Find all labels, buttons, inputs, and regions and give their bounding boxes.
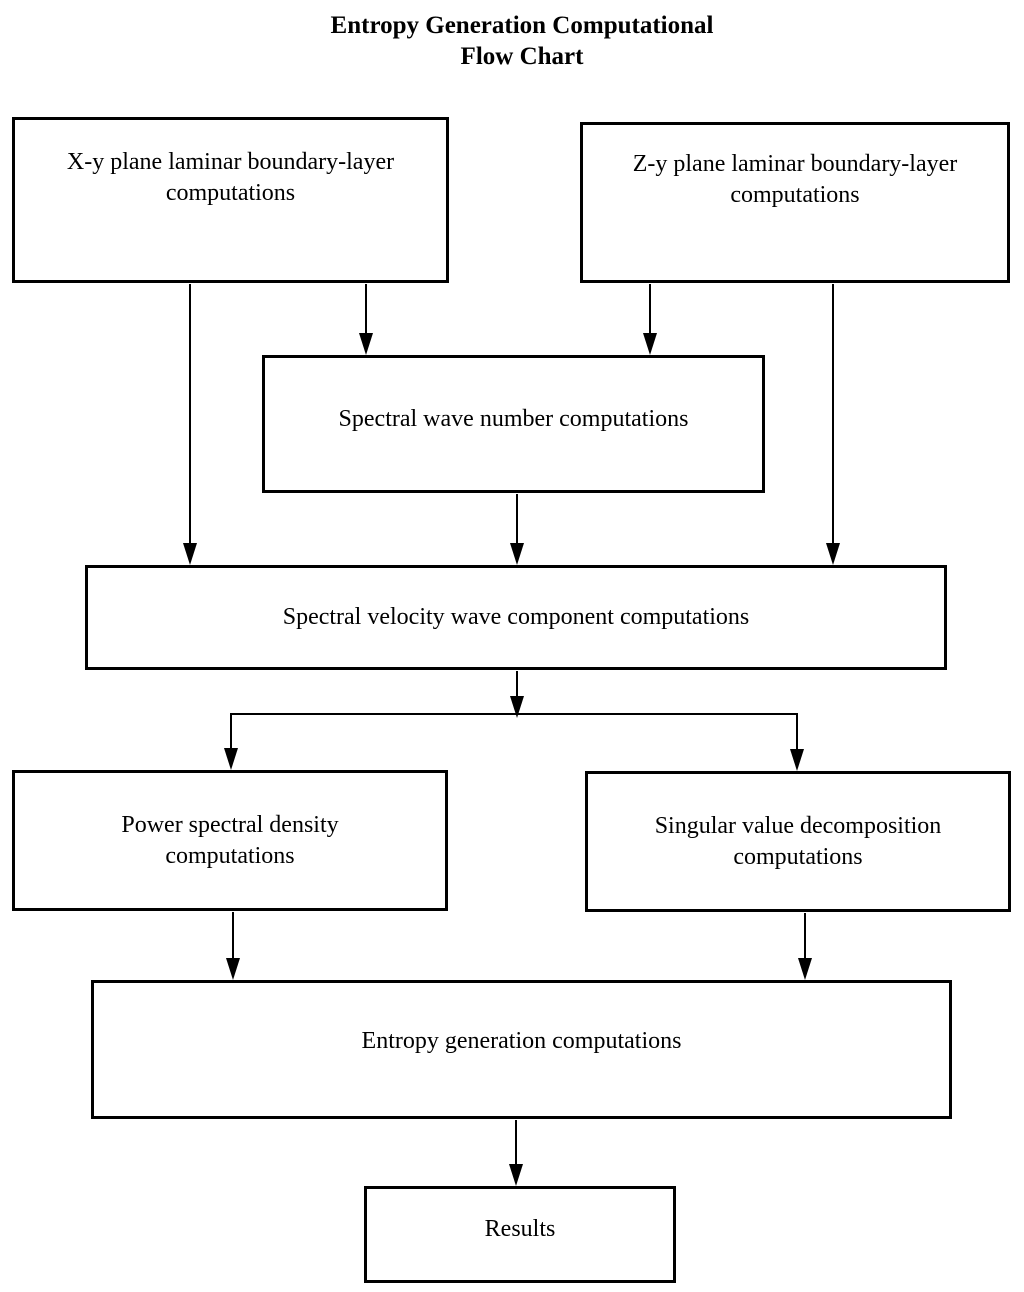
arrow-branch-to-svd: [790, 713, 804, 771]
node-xy-plane-boundary-layer: X-y plane laminar boundary-layer computa…: [12, 117, 449, 283]
arrow-zy-to-velocity: [826, 284, 840, 565]
arrow-zy-to-wavenumber: [643, 284, 657, 355]
node-label: Z-y plane laminar boundary-layer computa…: [632, 151, 958, 208]
node-power-spectral-density: Power spectral density computations: [12, 770, 448, 911]
arrow-entropy-to-results: [509, 1120, 523, 1186]
node-label: X-y plane laminar boundary-layer computa…: [66, 149, 395, 206]
node-label: Spectral velocity wave component computa…: [282, 604, 750, 630]
node-label: Results: [484, 1216, 556, 1242]
node-zy-plane-boundary-layer: Z-y plane laminar boundary-layer computa…: [580, 122, 1010, 283]
arrow-branch-to-power-density: [224, 713, 238, 770]
arrow-velocity-to-branch: [510, 671, 524, 718]
arrow-svd-to-entropy: [798, 913, 812, 980]
node-label: Entropy generation computations: [361, 1028, 682, 1054]
chart-title-line2: Flow Chart: [460, 43, 584, 70]
arrow-xy-to-wavenumber: [359, 284, 373, 355]
arrow-power-density-to-entropy: [226, 912, 240, 980]
node-spectral-velocity-wave-component: Spectral velocity wave component computa…: [85, 565, 947, 670]
node-label: Spectral wave number computations: [338, 405, 689, 432]
node-label: Singular value decomposition computation…: [654, 812, 942, 870]
node-entropy-generation: Entropy generation computations: [91, 980, 952, 1119]
node-singular-value-decomposition: Singular value decomposition computation…: [585, 771, 1011, 912]
chart-title-line1: Entropy Generation Computational: [330, 12, 714, 39]
node-results: Results: [364, 1186, 676, 1283]
chart-title: Entropy Generation Computational Flow Ch…: [10, 10, 1024, 72]
arrow-xy-to-velocity: [183, 284, 197, 565]
node-spectral-wave-number: Spectral wave number computations: [262, 355, 765, 493]
arrow-wavenumber-to-velocity: [510, 494, 524, 565]
node-label: Power spectral density computations: [121, 811, 339, 869]
